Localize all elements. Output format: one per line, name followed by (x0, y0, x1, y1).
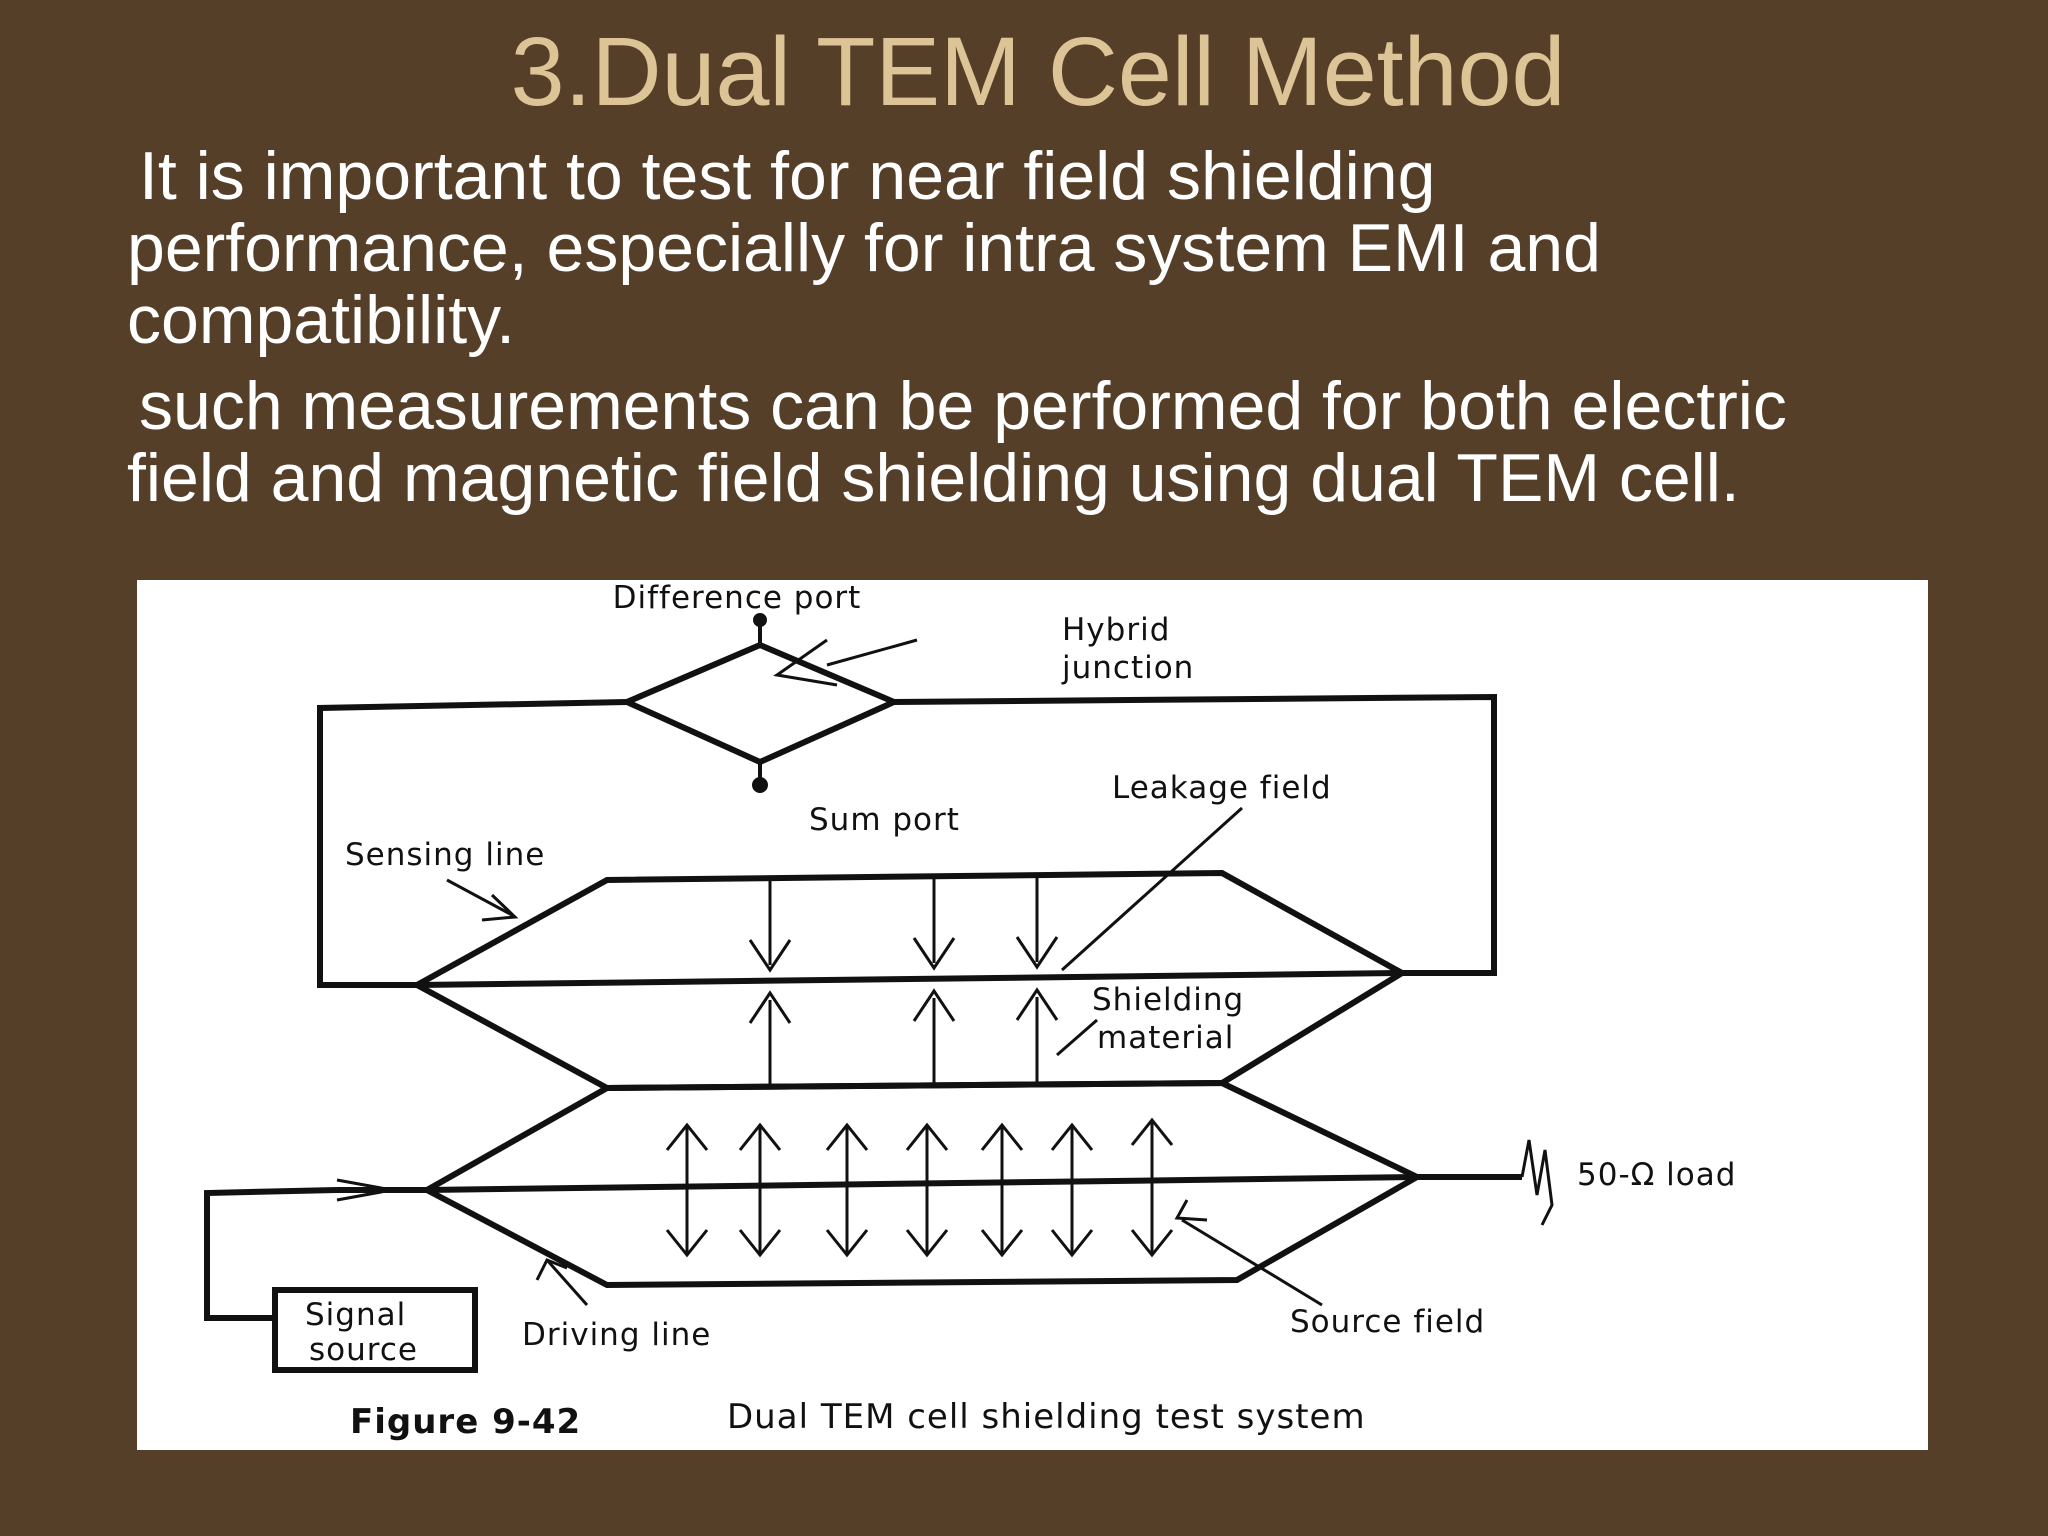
dual-tem-diagram: Difference port Hybrid junction Leakage … (204, 580, 1736, 1442)
hybrid-junction-diamond (619, 641, 902, 766)
figure-caption-number: Figure 9-42 (350, 1402, 581, 1442)
load-resistor (1520, 1139, 1554, 1226)
signal-wire (204, 1187, 338, 1321)
left-sensing-wire (317, 699, 628, 988)
sum-port-label: Sum port (809, 802, 960, 838)
sensing-line-label: Sensing line (345, 837, 545, 873)
paragraph1-line3: compatibility. (127, 282, 515, 358)
hybrid-pointer (826, 638, 918, 667)
paragraph2-line2: field and magnetic field shielding using… (127, 440, 1740, 516)
difference-port-label: Difference port (613, 580, 862, 616)
shielding-material-line (416, 970, 1403, 988)
source-field-pointer (1181, 1218, 1323, 1307)
septum-line (426, 1174, 1418, 1193)
sensing-line-pointer (446, 878, 513, 917)
paragraph-near-field: It is important to test for near field s… (127, 140, 1601, 356)
hybrid-label: Hybrid (1062, 612, 1170, 648)
leakage-field-label: Leakage field (1112, 770, 1332, 806)
feed-arrow (336, 1178, 393, 1202)
shielding-pointer (1056, 1018, 1098, 1057)
junction-label: junction (1061, 650, 1194, 686)
driving-line-label: Driving line (522, 1317, 711, 1353)
difference-port-dot (753, 613, 767, 627)
leakage-field-pointer (1060, 806, 1244, 972)
sum-port-dot (752, 777, 768, 793)
sensing-line-pointer-head (481, 893, 519, 922)
source-field-label: Source field (1290, 1304, 1485, 1340)
signal-source-box (272, 1287, 478, 1373)
hybrid-pointer-head (773, 638, 838, 687)
paragraph-measurements: such measurements can be performed for b… (127, 370, 1787, 514)
signal-label: Signal (305, 1297, 406, 1333)
shielding-label: Shielding (1092, 982, 1244, 1018)
leakage-arrows (748, 877, 1059, 1087)
right-sensing-wire (893, 693, 1497, 976)
driving-line-pointer (545, 1259, 589, 1306)
figure-panel: Difference port Hybrid junction Leakage … (137, 580, 1928, 1450)
source-field-pointer-head (1174, 1199, 1208, 1222)
slide-title: 3.Dual TEM Cell Method (510, 17, 1566, 126)
paragraph1-line1: It is important to test for near field s… (139, 138, 1436, 214)
paragraph1-line2: performance, especially for intra system… (127, 210, 1601, 286)
load-label: 50-Ω load (1577, 1157, 1736, 1193)
driving-line-pointer-head (535, 1258, 568, 1281)
paragraph2-line1: such measurements can be performed for b… (139, 368, 1787, 444)
material-label: material (1097, 1020, 1234, 1056)
source-label: source (309, 1332, 418, 1368)
source-field-arrows (665, 1117, 1174, 1258)
figure-caption-text: Dual TEM cell shielding test system (727, 1397, 1366, 1437)
